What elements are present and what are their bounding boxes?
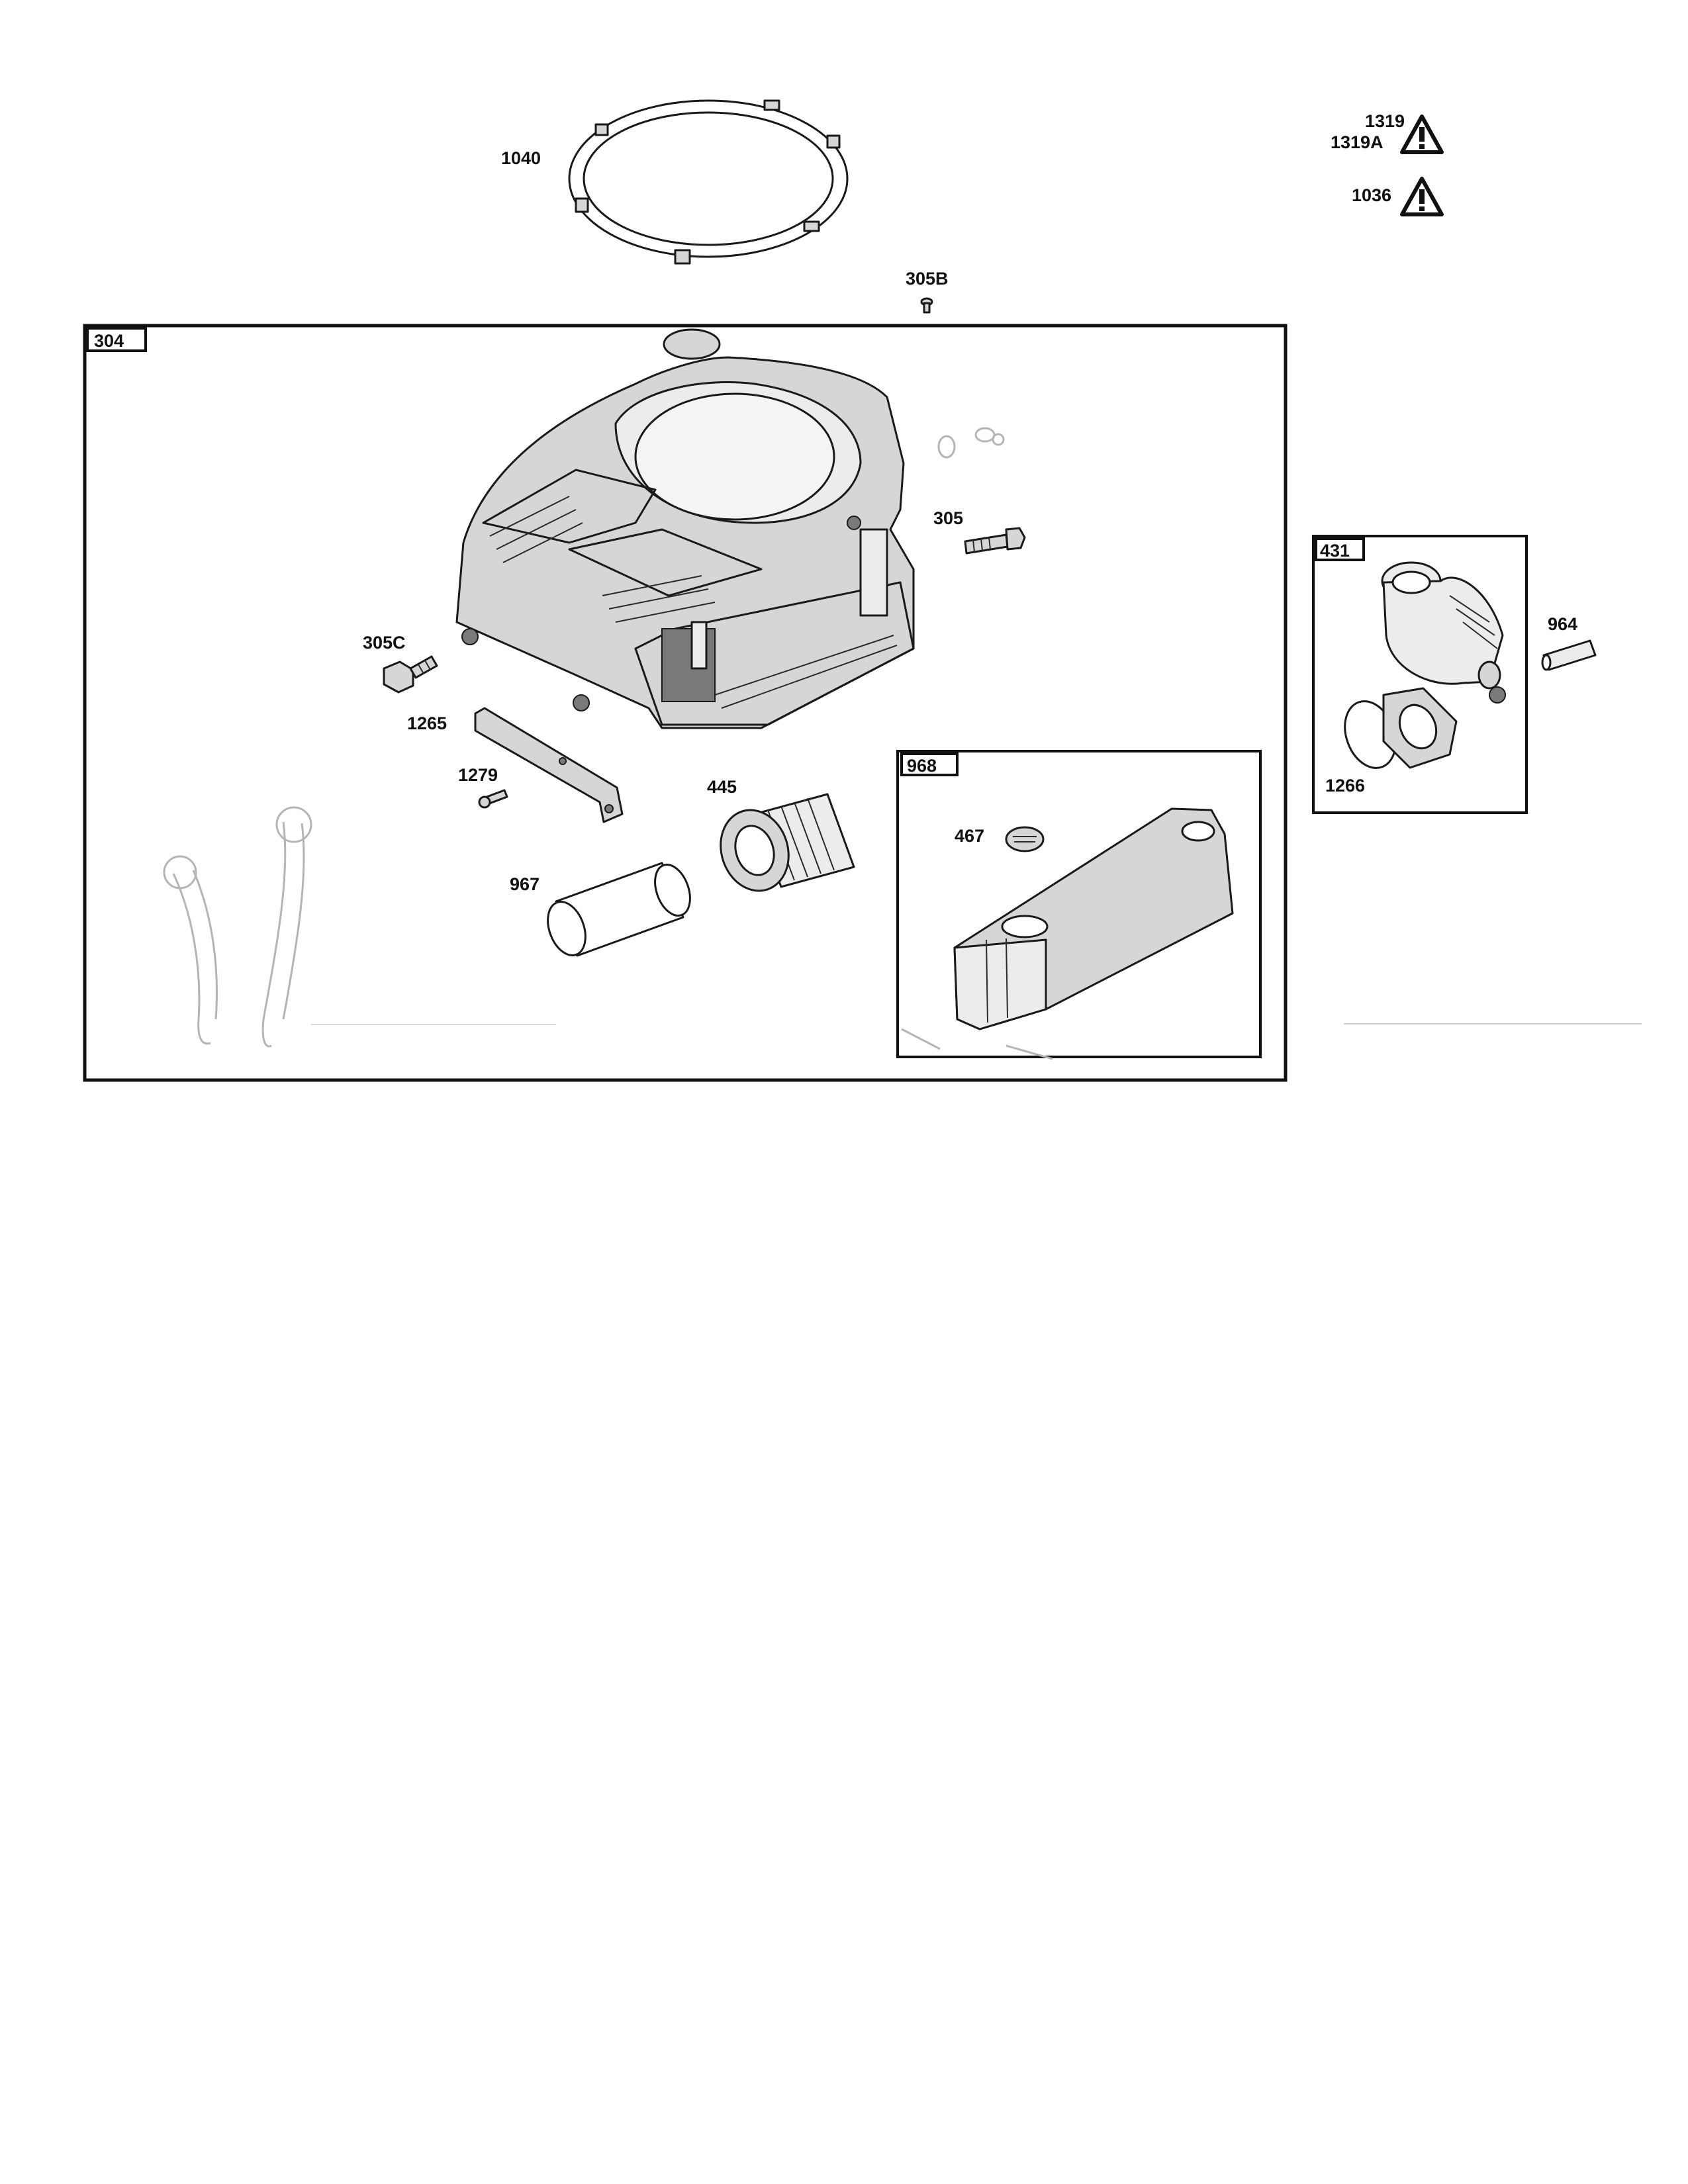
- screw-part-305c: [383, 655, 438, 694]
- label-305b: 305B: [906, 269, 949, 289]
- label-964: 964: [1548, 614, 1577, 634]
- label-1266: 1266: [1325, 776, 1365, 796]
- warning-triangle-icon: [1400, 177, 1444, 216]
- box-968: [896, 750, 1262, 1058]
- box-431-tag: [1315, 537, 1365, 561]
- box-431: [1312, 535, 1528, 814]
- label-1279: 1279: [458, 765, 498, 785]
- elbow-part-431: [1381, 561, 1506, 704]
- blower-housing-shroud: [455, 328, 915, 729]
- label-1036: 1036: [1352, 185, 1391, 205]
- label-431: 431: [1320, 541, 1350, 561]
- label-305: 305: [933, 508, 963, 528]
- faint-cover-edge: [901, 1028, 1053, 1060]
- knob-part-467: [1005, 826, 1045, 852]
- screw-part-305b: [920, 297, 933, 314]
- box-304-tag: [86, 327, 147, 352]
- label-305c: 305C: [363, 633, 406, 653]
- box-304: [83, 324, 1288, 1082]
- screw-part-1279: [478, 789, 508, 809]
- gasket-part-1266: [1344, 687, 1458, 769]
- label-1040: 1040: [501, 148, 541, 168]
- screw-part-305: [964, 527, 1026, 555]
- faint-fasteners: [937, 427, 1005, 459]
- label-968: 968: [907, 756, 937, 776]
- label-1319: 1319: [1365, 111, 1405, 131]
- box-968-tag: [900, 752, 959, 776]
- tube-part-964: [1541, 639, 1597, 671]
- bracket-part-1265: [474, 707, 624, 823]
- label-967: 967: [510, 874, 539, 894]
- label-304: 304: [94, 331, 124, 351]
- label-467: 467: [955, 826, 984, 846]
- label-445: 445: [707, 777, 737, 797]
- pre-cleaner-part-967: [547, 862, 691, 957]
- air-filter-part-445: [720, 793, 855, 892]
- label-1265: 1265: [407, 713, 447, 733]
- warning-triangle-icon: [1400, 114, 1444, 154]
- label-1319a: 1319A: [1331, 132, 1383, 152]
- ring-part-1040: [568, 99, 849, 265]
- air-cleaner-cover: [953, 807, 1234, 1030]
- faint-hoses: [163, 806, 312, 1048]
